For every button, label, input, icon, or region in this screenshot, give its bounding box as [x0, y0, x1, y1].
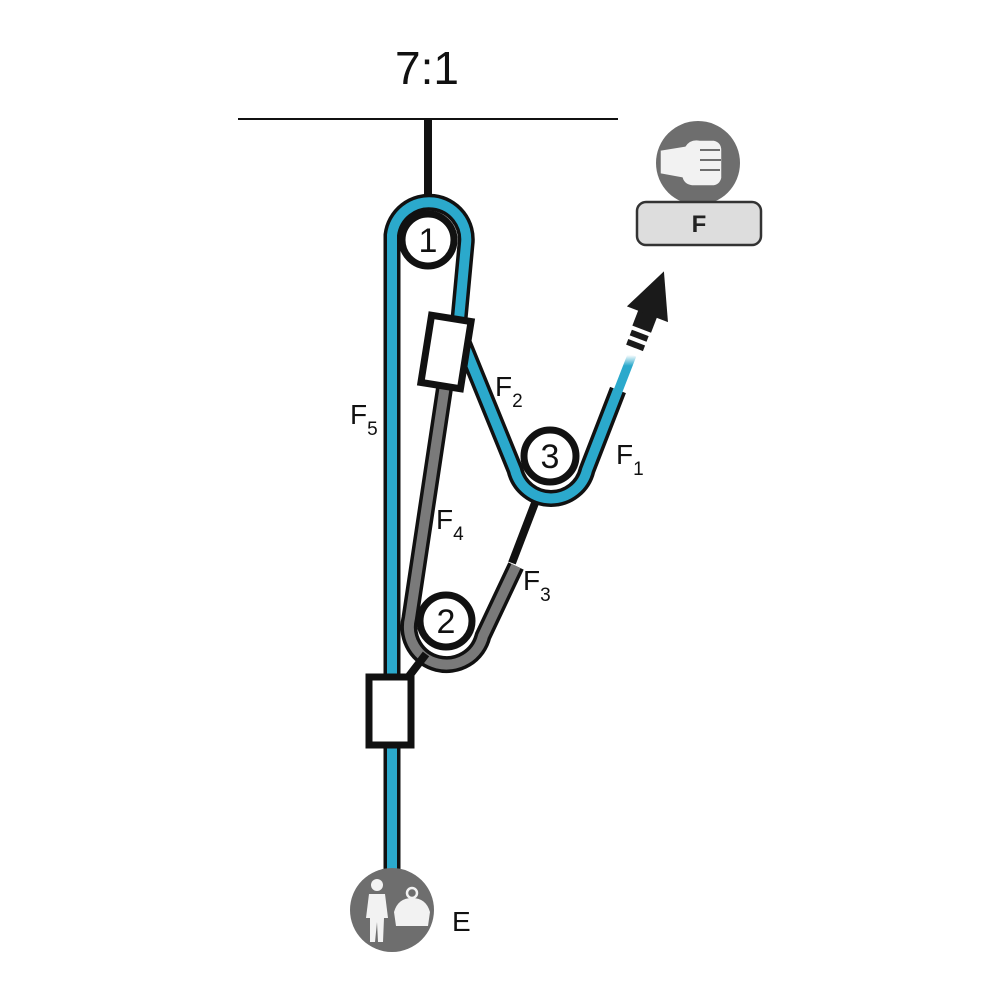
ratio-title: 7:1 — [395, 42, 459, 94]
force-label-f3: F3 — [523, 565, 551, 606]
load-label: E — [452, 906, 471, 937]
arrow-up-right-icon — [626, 271, 668, 352]
pulley-1: 1 — [398, 210, 458, 270]
pulley-1-label: 1 — [419, 222, 438, 260]
force-button-label: F — [692, 211, 707, 238]
pulley-3-label: 3 — [541, 438, 560, 476]
rope-gray — [400, 383, 524, 674]
upper-clamp — [416, 311, 476, 393]
person-with-bag-icon — [350, 868, 434, 952]
force-label-f5: F5 — [350, 399, 378, 440]
rope-blue — [383, 193, 637, 880]
lower-clamp — [365, 673, 415, 749]
fist-icon — [656, 121, 740, 205]
force-label-f4: F4 — [436, 504, 464, 545]
pulley-2: 2 — [416, 591, 476, 651]
force-label-f1: F1 — [616, 439, 644, 480]
pulley-3: 3 — [520, 426, 580, 486]
force-label-f2: F2 — [495, 371, 523, 412]
pulley-2-label: 2 — [437, 603, 456, 641]
force-button: F — [635, 200, 763, 247]
